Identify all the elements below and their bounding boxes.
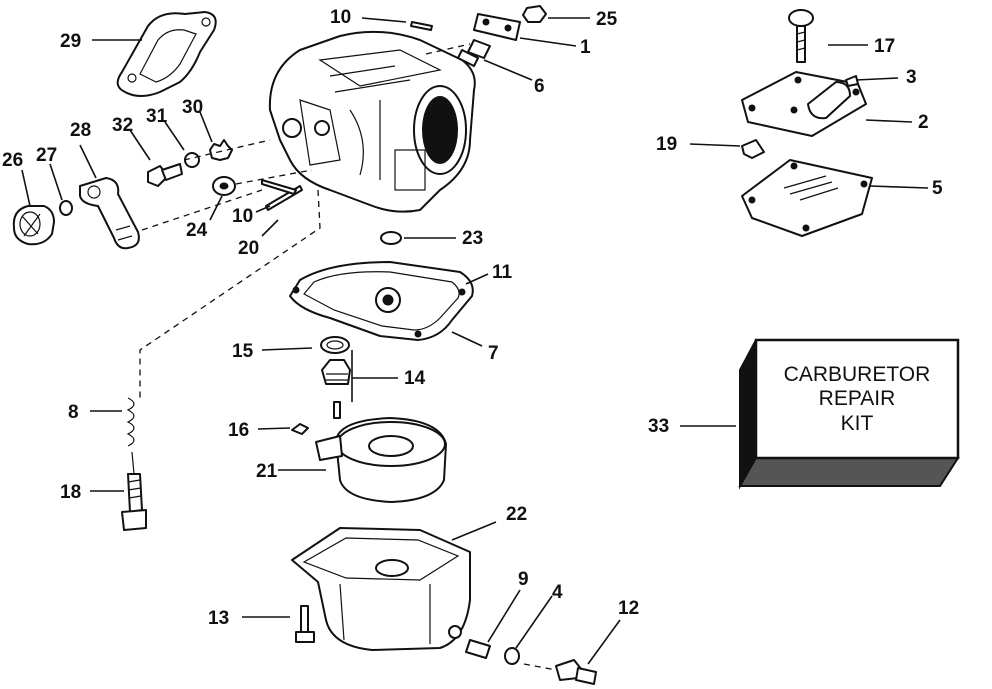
part-23-plug xyxy=(380,231,402,245)
callout-8: 8 xyxy=(68,402,79,423)
part-1-plate xyxy=(473,13,521,41)
callout-22: 22 xyxy=(506,504,527,525)
kit-label-line-2: REPAIR xyxy=(819,387,896,410)
part-24-washer xyxy=(212,176,236,196)
part-32-screw xyxy=(147,163,183,187)
part-5-gasket xyxy=(741,159,873,237)
callout-9: 9 xyxy=(518,569,529,590)
part-4-washer xyxy=(504,647,520,665)
part-14-needle-valve xyxy=(321,359,351,419)
part-25-screw xyxy=(522,5,547,23)
kit-label-line-3: KIT xyxy=(841,412,874,435)
callout-1: 1 xyxy=(580,37,591,58)
callout-7: 7 xyxy=(488,343,499,364)
callout-5: 5 xyxy=(932,178,943,199)
assembly-dashed-lines xyxy=(139,43,557,671)
part-11-gasket xyxy=(289,261,474,341)
part-10-pin-top xyxy=(410,21,433,31)
callout-13: 13 xyxy=(208,608,229,629)
part-13-bolt xyxy=(295,605,315,643)
part-33-repair-kit-box: CARBURETOR REPAIR KIT xyxy=(738,338,960,490)
callout-31: 31 xyxy=(146,106,168,127)
callout-25: 25 xyxy=(596,9,618,30)
callout-4: 4 xyxy=(552,582,563,603)
part-16-clip xyxy=(291,423,309,435)
callout-17: 17 xyxy=(874,36,895,57)
part-6-screw xyxy=(457,39,491,67)
part-3-fitting xyxy=(845,75,859,87)
part-17-screw xyxy=(788,9,814,63)
callout-11: 11 xyxy=(492,262,513,283)
part-29-gasket xyxy=(116,11,217,97)
part-15-oring-inner xyxy=(326,340,344,350)
callout-12: 12 xyxy=(618,598,639,619)
part-27-washer xyxy=(59,200,73,216)
callout-29: 29 xyxy=(60,31,81,52)
part-22-float-bowl xyxy=(291,527,471,651)
callout-20: 20 xyxy=(238,238,259,259)
part-8-spring xyxy=(126,397,135,447)
callout-30: 30 xyxy=(182,97,203,118)
part-12-fitting xyxy=(555,659,597,685)
callout-16: 16 xyxy=(228,420,249,441)
callout-32: 32 xyxy=(112,115,133,136)
part-31-washer xyxy=(184,152,200,168)
kit-label-line-1: CARBURETOR xyxy=(784,363,931,386)
callout-19: 19 xyxy=(656,134,677,155)
callout-26: 26 xyxy=(2,150,23,171)
callout-15: 15 xyxy=(232,341,254,362)
callout-27: 27 xyxy=(36,145,57,166)
callout-labels: 29 10 25 1 6 17 3 2 19 5 32 31 30 28 27 … xyxy=(2,7,943,629)
callout-24: 24 xyxy=(186,220,208,241)
callout-10-lower: 10 xyxy=(232,206,253,227)
leader-lines xyxy=(21,17,929,665)
part-9-jet xyxy=(465,639,491,659)
callout-10-top: 10 xyxy=(330,7,351,28)
callout-28: 28 xyxy=(70,120,91,141)
part-19-screw xyxy=(741,139,765,159)
callout-18: 18 xyxy=(60,482,81,503)
carburetor-body xyxy=(268,30,476,213)
part-15-oring xyxy=(320,336,350,354)
callout-14: 14 xyxy=(404,368,426,389)
part-26-knob xyxy=(12,205,55,246)
callout-2: 2 xyxy=(918,112,929,133)
part-2-cover xyxy=(741,71,867,137)
callout-33: 33 xyxy=(648,416,669,437)
part-18-mixture-needle xyxy=(121,451,147,531)
callout-6: 6 xyxy=(534,76,545,97)
callout-3: 3 xyxy=(906,67,917,88)
part-28-lever xyxy=(79,177,140,250)
part-10-pin-b xyxy=(261,179,297,195)
part-30-lockwasher xyxy=(209,139,233,161)
callout-21: 21 xyxy=(256,461,278,482)
callout-23: 23 xyxy=(462,228,483,249)
part-21-float xyxy=(315,417,447,503)
